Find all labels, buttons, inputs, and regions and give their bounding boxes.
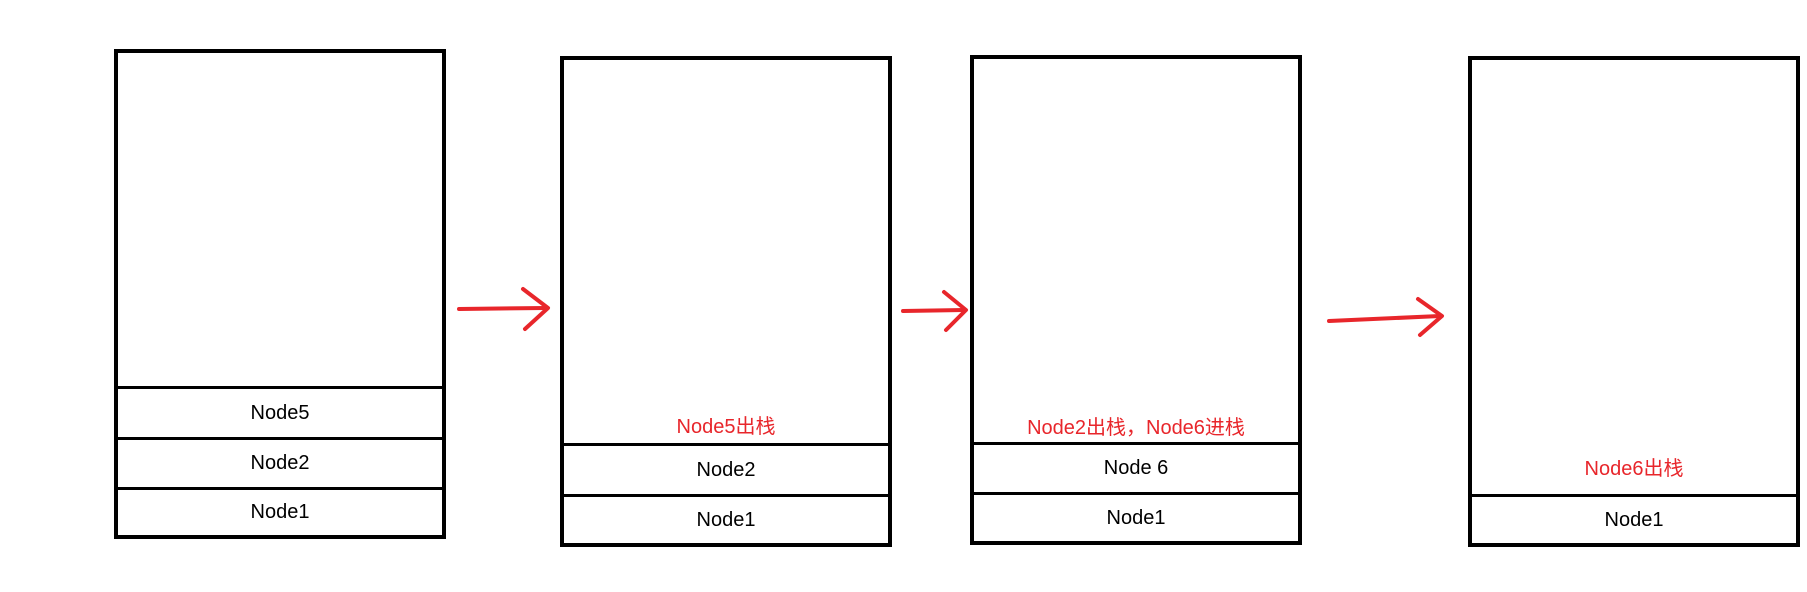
stack-cell: Node 6	[974, 442, 1298, 492]
stack-note: Node2出栈，Node6进栈	[1027, 417, 1245, 439]
stack-cell: Node1	[974, 492, 1298, 541]
stack-note: Node5出栈	[676, 416, 776, 438]
stack-note: Node6出栈	[1584, 458, 1684, 480]
stack-2: Node5出栈 Node2 Node1	[560, 56, 892, 547]
stack-cell: Node2	[118, 437, 442, 487]
arrow-right-icon	[457, 287, 550, 331]
stack-cell: Node5	[118, 386, 442, 437]
stack-cell: Node1	[1472, 494, 1796, 543]
arrow-right-icon	[1327, 297, 1444, 337]
arrow-right-icon	[901, 290, 968, 332]
stack-cell: Node2	[564, 443, 888, 494]
stack-cell: Node1	[564, 494, 888, 543]
stack-1: Node5 Node2 Node1	[114, 49, 446, 539]
stack-3: Node2出栈，Node6进栈 Node 6 Node1	[970, 55, 1302, 545]
stack-cell: Node1	[118, 487, 442, 535]
stack-4: Node6出栈 Node1	[1468, 56, 1800, 547]
